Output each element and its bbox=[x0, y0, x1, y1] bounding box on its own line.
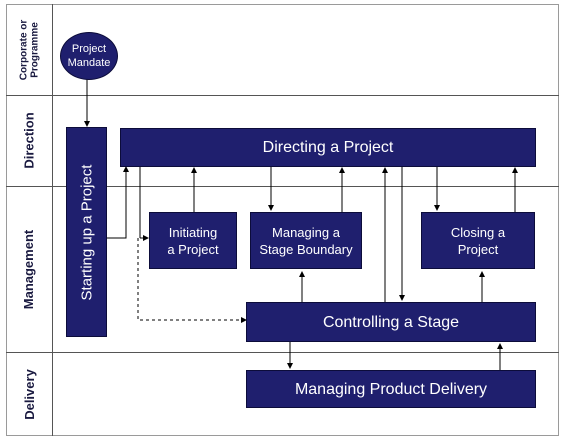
node-managing-product-delivery: Managing Product Delivery bbox=[246, 370, 536, 408]
lane-divider-corporate bbox=[6, 95, 559, 96]
node-controlling-a-stage: Controlling a Stage bbox=[246, 302, 536, 342]
lane-divider-direction bbox=[6, 186, 559, 187]
node-starting-up-a-project: Starting up a Project bbox=[66, 127, 107, 337]
node-closing-a-project: Closing a Project bbox=[421, 212, 535, 269]
node-directing-a-project: Directing a Project bbox=[120, 128, 536, 167]
lane-divider-management bbox=[6, 352, 559, 353]
diagram-frame bbox=[6, 4, 559, 436]
lane-divider-vertical bbox=[52, 4, 53, 436]
node-project-mandate: Project Mandate bbox=[60, 32, 118, 80]
node-initiating-a-project: Initiating a Project bbox=[149, 212, 237, 269]
node-managing-a-stage-boundary: Managing a Stage Boundary bbox=[250, 212, 362, 269]
